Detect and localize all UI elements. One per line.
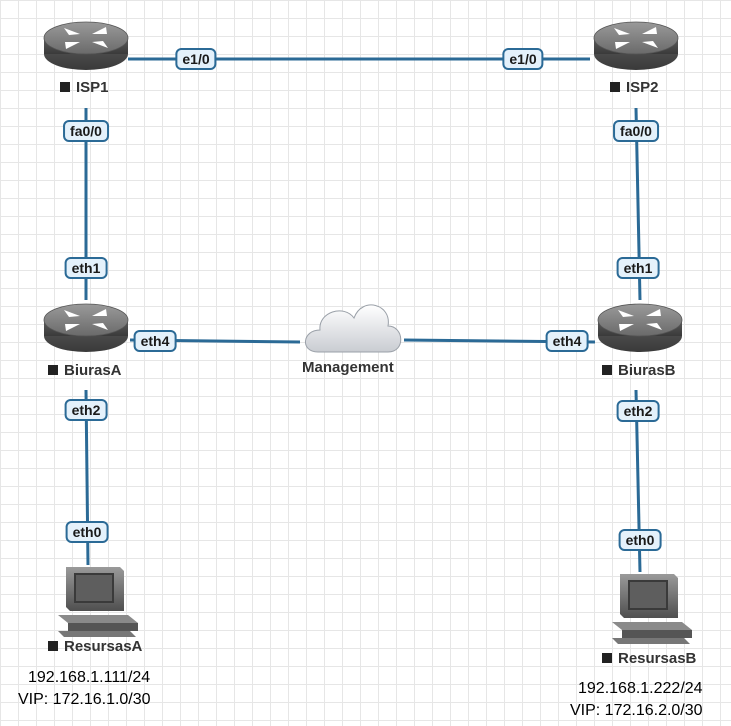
biurasB-router-icon[interactable] (597, 303, 683, 353)
port-biurasA-eth4[interactable]: eth4 (133, 330, 177, 352)
resursasA-info: 192.168.1.111/24 VIP: 172.16.1.0/30 (18, 667, 151, 711)
port-isp2-fa00[interactable]: fa0/0 (613, 120, 659, 142)
biurasA-router-icon[interactable] (43, 303, 129, 353)
management-cloud-icon[interactable] (305, 304, 402, 353)
isp1-label: ISP1 (60, 79, 109, 96)
square-icon (602, 653, 612, 663)
biurasA-name: BiurasA (64, 362, 122, 379)
isp2-router-icon[interactable] (593, 21, 679, 71)
port-resursasB-eth0[interactable]: eth0 (618, 529, 662, 551)
isp2-name: ISP2 (626, 79, 659, 96)
square-icon (610, 82, 620, 92)
resursasB-vip: VIP: 172.16.2.0/30 (570, 702, 703, 719)
port-isp1-fa00[interactable]: fa0/0 (63, 120, 109, 142)
biurasB-label: BiurasB (602, 362, 676, 379)
isp2-label: ISP2 (610, 79, 659, 96)
management-label: Management (302, 359, 394, 376)
port-biurasB-eth4[interactable]: eth4 (545, 330, 589, 352)
biurasA-label: BiurasA (48, 362, 122, 379)
resursasB-name: ResursasB (618, 650, 697, 667)
square-icon (48, 641, 58, 651)
port-isp2-e10[interactable]: e1/0 (502, 48, 544, 70)
resursasA-workstation-icon[interactable] (58, 567, 138, 637)
square-icon (60, 82, 70, 92)
resursasB-info: 192.168.1.222/24 VIP: 172.16.2.0/30 (570, 678, 703, 722)
port-biurasB-eth2[interactable]: eth2 (616, 400, 660, 422)
port-biurasA-eth2[interactable]: eth2 (64, 399, 108, 421)
port-biurasA-eth1[interactable]: eth1 (64, 257, 108, 279)
square-icon (48, 365, 58, 375)
isp1-router-icon[interactable] (43, 21, 129, 71)
resursasB-label: ResursasB (602, 650, 696, 667)
biurasB-name: BiurasB (618, 362, 676, 379)
port-resursasA-eth0[interactable]: eth0 (65, 521, 109, 543)
resursasB-workstation-icon[interactable] (612, 574, 692, 644)
port-biurasB-eth1[interactable]: eth1 (616, 257, 660, 279)
resursasA-ip: 192.168.1.111/24 (28, 669, 151, 686)
resursasA-vip: VIP: 172.16.1.0/30 (18, 691, 151, 708)
resursasA-label: ResursasA (48, 638, 142, 655)
resursasB-ip: 192.168.1.222/24 (578, 680, 703, 697)
port-isp1-e10[interactable]: e1/0 (175, 48, 217, 70)
square-icon (602, 365, 612, 375)
isp1-name: ISP1 (76, 79, 109, 96)
resursasA-name: ResursasA (64, 638, 143, 655)
